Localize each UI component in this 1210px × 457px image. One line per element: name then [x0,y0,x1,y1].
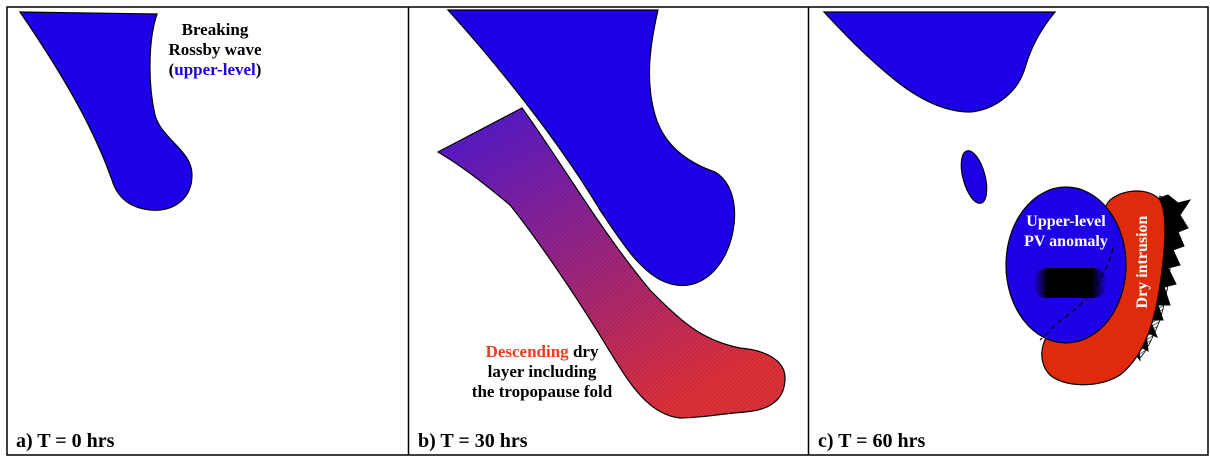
panel-a: Breaking Rossby wave (upper-level) a) T … [16,11,262,452]
pv-anomaly-circle [1005,186,1127,344]
tropopause-fold-hatching [438,108,785,418]
cut-off-blob [960,150,988,204]
rossby-wave-shape-c [822,11,1057,113]
upper-level-highlight: upper-level [174,60,256,79]
close-paren: ) [256,60,262,79]
descending-highlight: Descending [486,342,570,361]
pv-anomaly-label-line1: Upper-level [1026,213,1106,230]
descending-label-line3: the tropopause fold [472,382,613,401]
panel-a-caption: a) T = 0 hrs [16,430,115,452]
rossby-label-line2: Rossby wave [168,40,261,59]
rossby-label-line3: (upper-level) [169,60,262,79]
descending-label-line2: layer including [488,362,597,381]
descending-label-line1: Descending dry [486,342,599,361]
open-paren: ( [169,60,175,79]
rossby-label-line1: Breaking [182,20,249,39]
rossby-wave-shape [18,11,193,211]
pv-core-blob [1033,268,1107,298]
panel-c-caption: c) T = 60 hrs [818,430,926,452]
panel-b-caption: b) T = 30 hrs [418,430,528,452]
rossby-wave-shape-b [446,9,736,287]
panel-b: Descending dry layer including the tropo… [418,9,786,452]
descending-rest: dry [569,342,599,361]
pv-anomaly-label-line2: PV anomaly [1024,233,1108,250]
dry-intrusion-label: Dry intrusion [1134,215,1151,308]
dashed-trough-line [1039,247,1114,341]
panel-c: Upper-level PV anomaly Dry intrusion c) … [818,11,1192,452]
